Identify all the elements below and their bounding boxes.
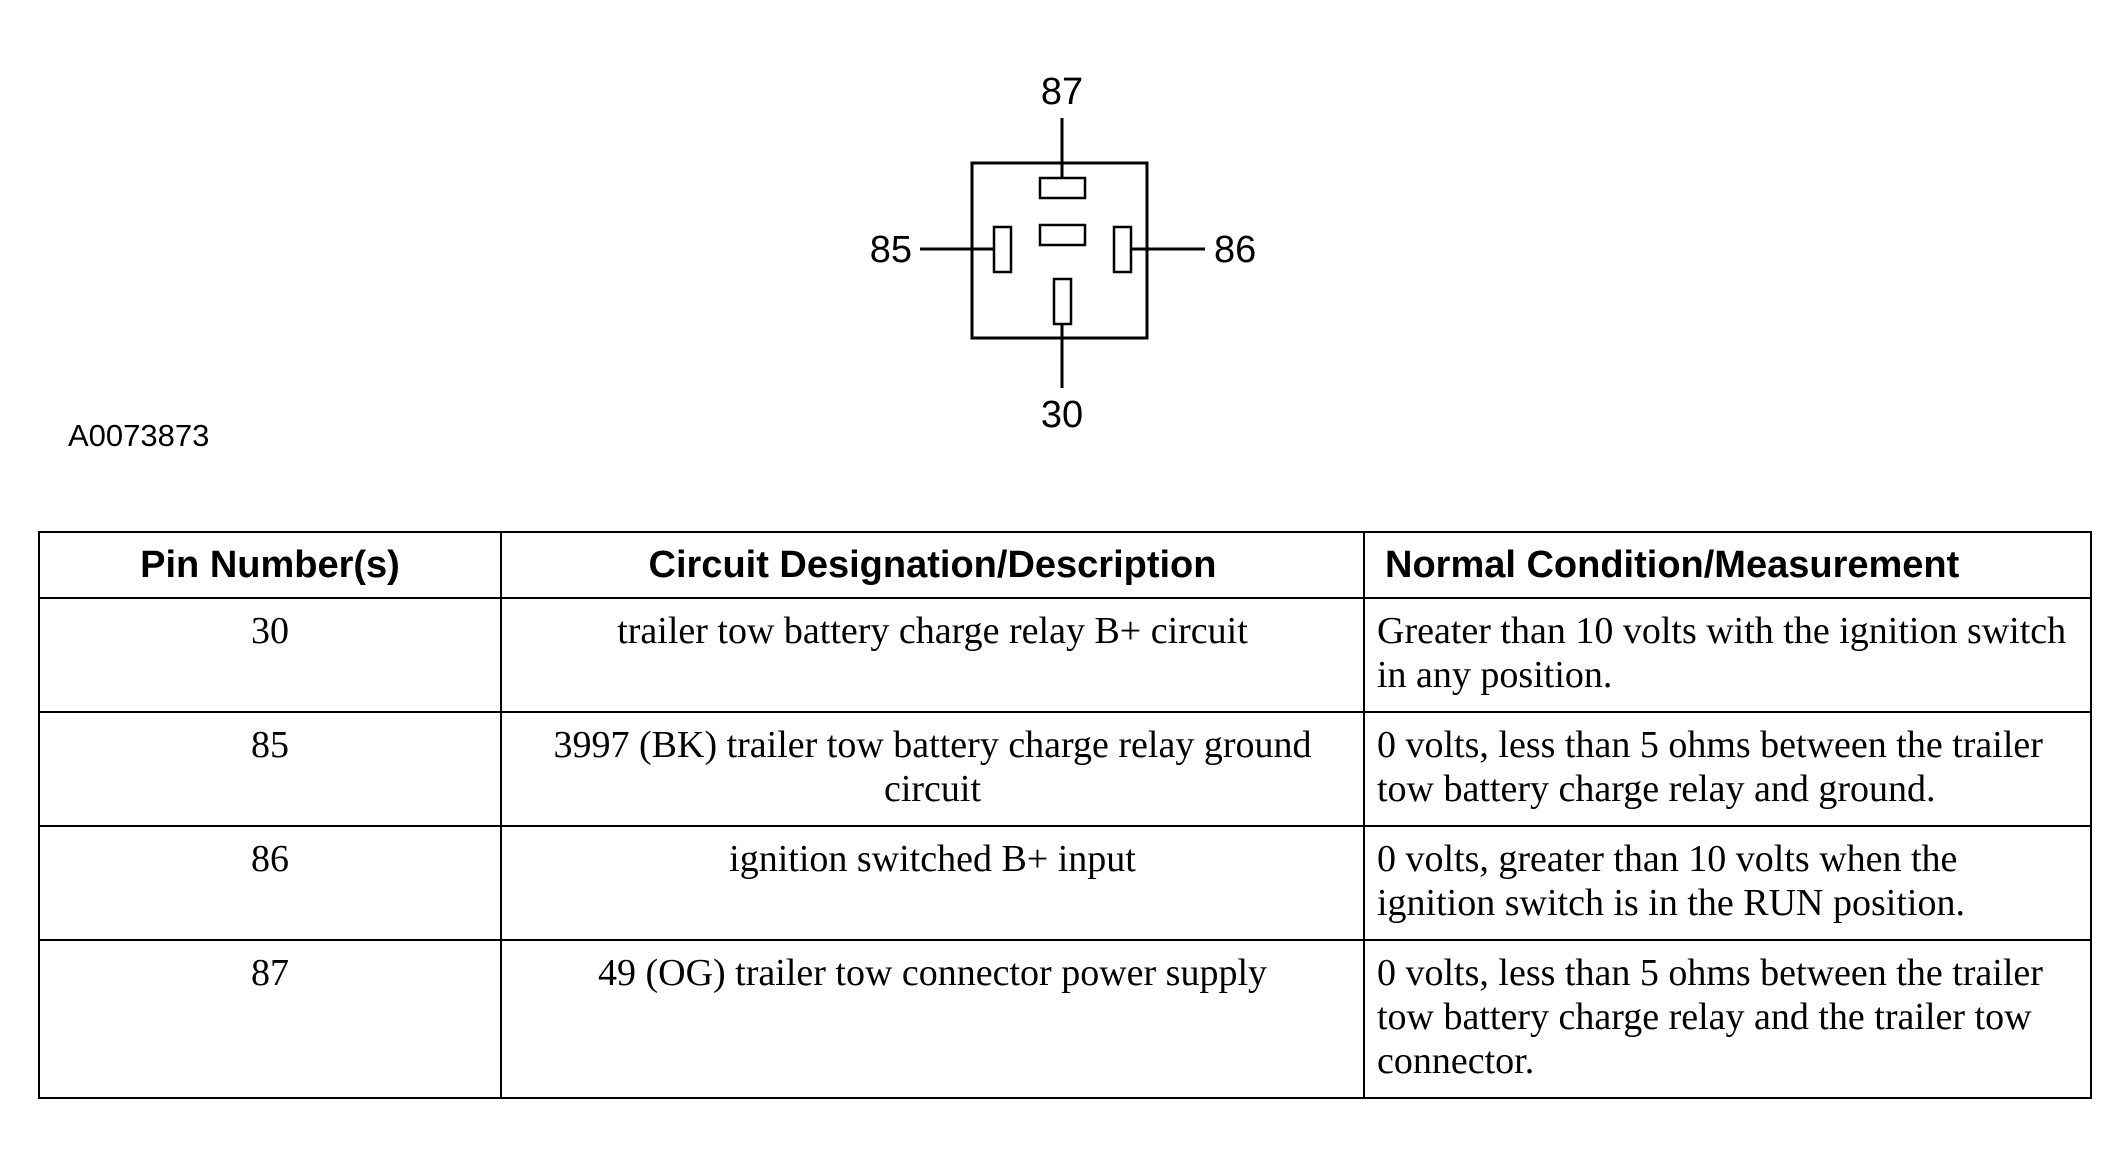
pin-label-30: 30	[1041, 394, 1083, 436]
circuit-cell: ignition switched B+ input	[500, 825, 1365, 941]
pin-cell: 30	[38, 597, 502, 713]
pin-label-85: 85	[870, 229, 912, 271]
terminal-30	[1052, 277, 1073, 326]
table-header-row: Pin Number(s) Circuit Designation/Descri…	[38, 531, 2092, 599]
terminal-86	[1112, 225, 1133, 274]
table-row: 87 49 (OG) trailer tow connector power s…	[38, 939, 2092, 1099]
pin-label-86: 86	[1214, 229, 1256, 271]
condition-cell: 0 volts, less than 5 ohms between the tr…	[1363, 711, 2092, 827]
terminal-center	[1038, 223, 1087, 247]
pin-cell: 86	[38, 825, 502, 941]
header-normal-condition: Normal Condition/Measurement	[1363, 531, 2092, 599]
header-circuit-description: Circuit Designation/Description	[500, 531, 1365, 599]
pin-cell: 85	[38, 711, 502, 827]
circuit-cell: 49 (OG) trailer tow connector power supp…	[500, 939, 1365, 1099]
pin-label-87: 87	[1041, 71, 1083, 113]
figure-id: A0073873	[68, 418, 210, 453]
relay-connector-diagram: 87 85 86 30	[870, 71, 1257, 436]
table-row: 86 ignition switched B+ input 0 volts, g…	[38, 825, 2092, 941]
table-row: 30 trailer tow battery charge relay B+ c…	[38, 597, 2092, 713]
condition-cell: 0 volts, less than 5 ohms between the tr…	[1363, 939, 2092, 1099]
circuit-cell: trailer tow battery charge relay B+ circ…	[500, 597, 1365, 713]
circuit-cell: 3997 (BK) trailer tow battery charge rel…	[500, 711, 1365, 827]
header-pin-numbers: Pin Number(s)	[38, 531, 502, 599]
condition-cell: Greater than 10 volts with the ignition …	[1363, 597, 2092, 713]
terminal-87	[1038, 176, 1087, 200]
table-row: 85 3997 (BK) trailer tow battery charge …	[38, 711, 2092, 827]
pin-cell: 87	[38, 939, 502, 1099]
terminal-85	[992, 225, 1013, 274]
pin-table: Pin Number(s) Circuit Designation/Descri…	[38, 531, 2092, 1099]
condition-cell: 0 volts, greater than 10 volts when the …	[1363, 825, 2092, 941]
